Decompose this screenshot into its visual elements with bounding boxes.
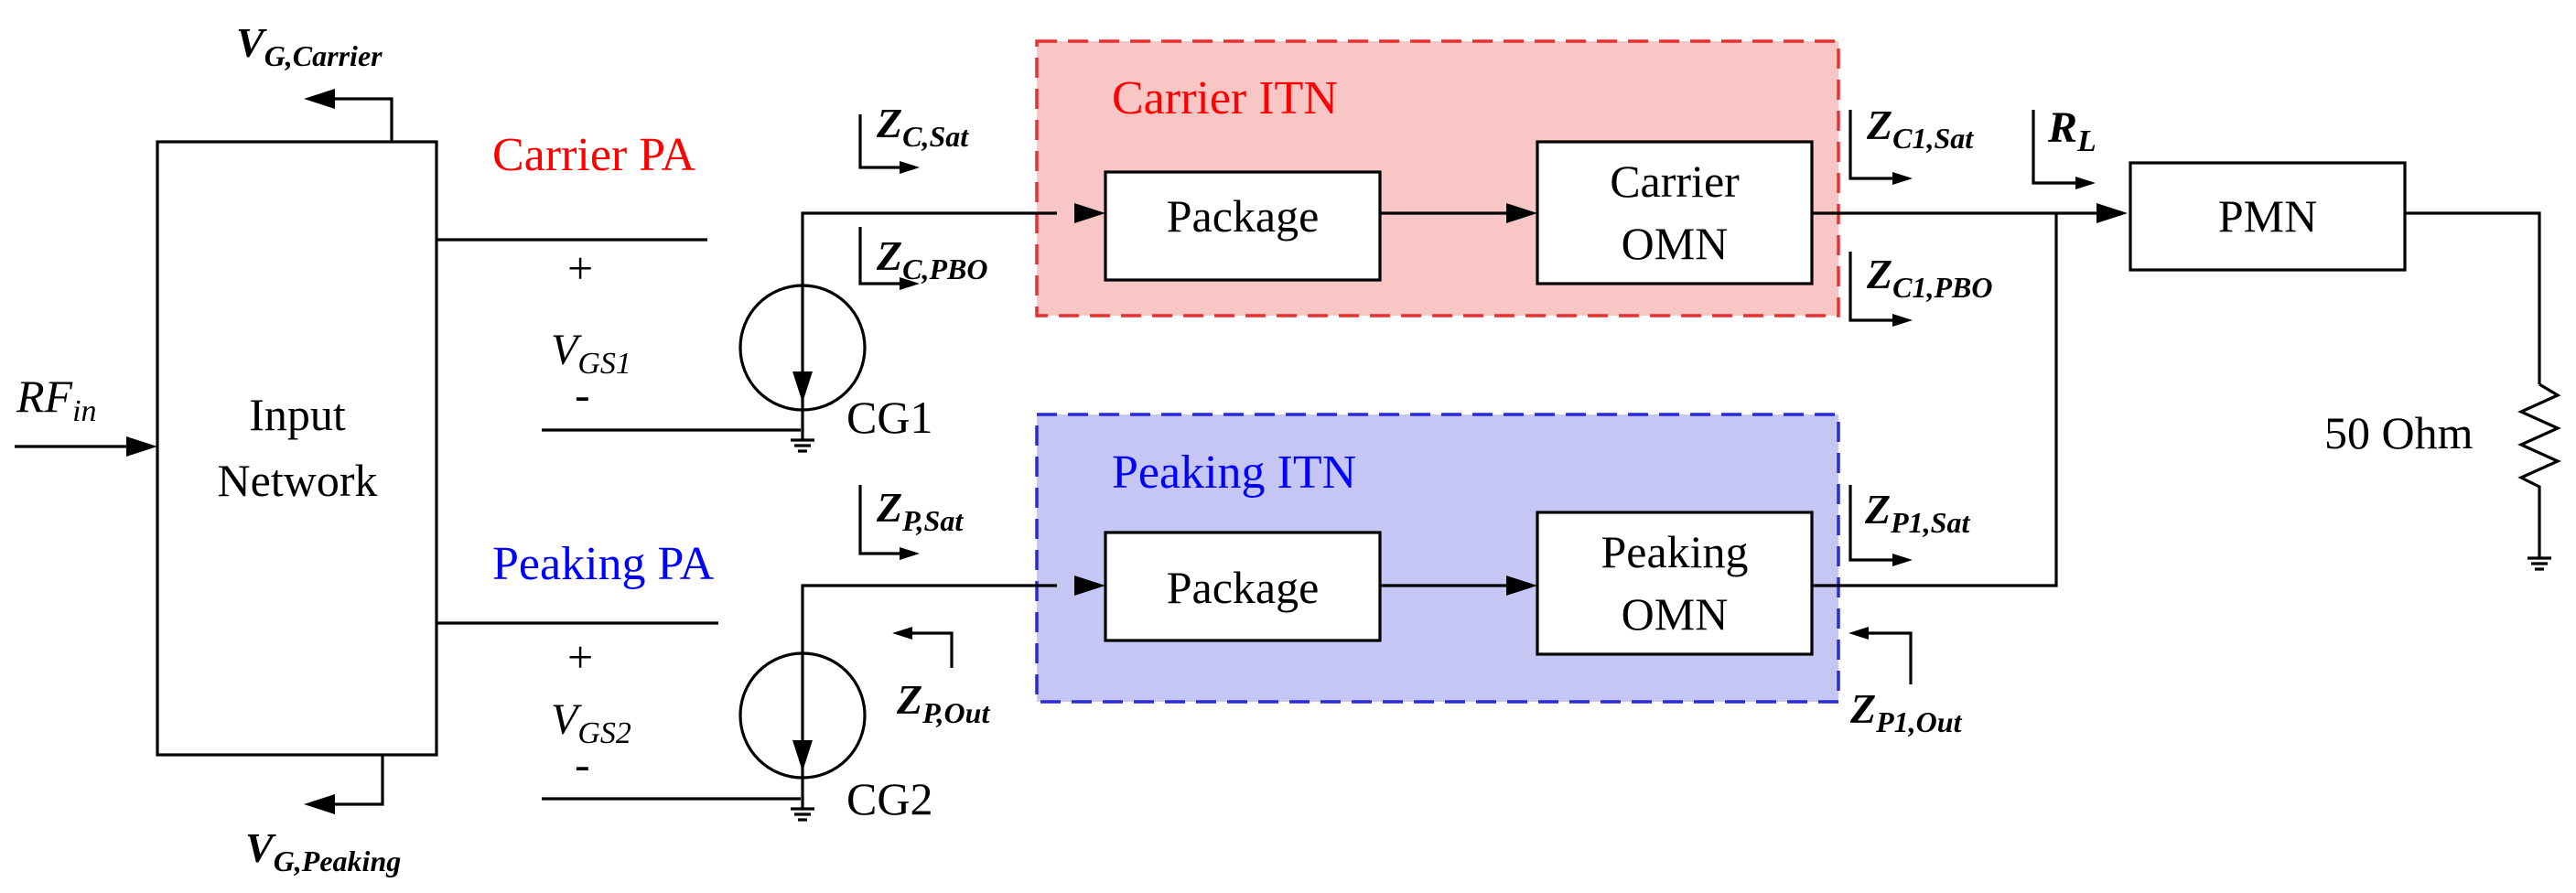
svg-text:ZP1,Out: ZP1,Out (1849, 685, 1963, 738)
vg-carrier-wire (325, 97, 393, 142)
carrier-omn-label-2: OMN (1622, 218, 1729, 269)
peaking-package-block (1104, 531, 1382, 642)
carrier-pa-label: Carrier PA (492, 129, 695, 181)
pmn-in-arrow (2096, 203, 2128, 223)
rl-marker: RL (2032, 103, 2096, 189)
load-resistor (2517, 382, 2561, 549)
peaking-omn-label-2: OMN (1622, 588, 1729, 640)
svg-text:RL: RL (2047, 103, 2096, 158)
peaking-itn-label: Peaking ITN (1112, 446, 1356, 499)
cg2-label: CG2 (846, 773, 932, 824)
vgs2-label: VGS2 (551, 695, 631, 750)
vgs2-minus: - (575, 738, 590, 790)
vg-peaking-wire (325, 755, 384, 806)
vgs1-label: VGS1 (551, 326, 631, 381)
peaking-omn-in-arrow (1506, 576, 1537, 596)
pmn-block (2129, 161, 2407, 272)
zc1-sat-marker: ZC1,Sat (1848, 102, 1974, 185)
zc-pbo-marker: ZC,PBO (858, 227, 987, 290)
svg-text:ZP,Sat: ZP,Sat (876, 484, 964, 537)
carrier-package-block (1104, 170, 1382, 282)
svg-text:ZP,Out: ZP,Out (896, 676, 990, 729)
carrier-package-label: Package (1167, 190, 1320, 242)
peaking-pa-label: Peaking PA (492, 538, 715, 590)
carrier-itn-label: Carrier ITN (1112, 72, 1338, 124)
cg1-arrowhead (792, 371, 813, 403)
cg1-label: CG1 (846, 392, 932, 443)
input-network-block (156, 140, 438, 757)
input-network-label: Input (249, 389, 346, 440)
vgs1-minus: - (575, 369, 590, 420)
zp-sat-marker: ZP,Sat (858, 484, 964, 560)
zp1-sat-marker: ZP1,Sat (1848, 485, 1970, 566)
vg-carrier-arrowhead (304, 89, 335, 109)
load-label: 50 Ohm (2324, 407, 2474, 458)
svg-text:ZC,Sat: ZC,Sat (876, 100, 969, 153)
peaking-output-wire (1812, 213, 2058, 587)
zp1-out-marker: ZP1,Out (1848, 627, 1963, 738)
vg-carrier-label: VG,Carrier (236, 19, 383, 72)
vgs2-plus: + (567, 631, 593, 683)
carrier-omn-label-1: Carrier (1610, 156, 1740, 207)
carrier-omn-in-arrow (1506, 203, 1537, 223)
load-wire (2405, 211, 2541, 384)
peaking-package-in-arrow (1074, 576, 1105, 596)
peaking-omn-label-1: Peaking (1601, 526, 1748, 577)
svg-text:ZP1,Sat: ZP1,Sat (1864, 486, 1970, 539)
carrier-omn-block (1536, 140, 1814, 285)
zp-out-marker: ZP,Out (892, 627, 990, 729)
rf-in-label: RFin (16, 371, 97, 428)
svg-text:ZC,PBO: ZC,PBO (876, 232, 987, 285)
peaking-package-label: Package (1167, 562, 1320, 613)
pmn-label: PMN (2218, 190, 2317, 242)
peaking-omn-block (1536, 511, 1814, 656)
vg-peaking-label: VG,Peaking (245, 824, 401, 877)
cg1-output-wire (801, 211, 1057, 430)
cg2-arrowhead (792, 740, 813, 771)
vgs1-plus: + (567, 242, 593, 294)
svg-text:ZC1,Sat: ZC1,Sat (1866, 102, 1974, 155)
zc1-pbo-marker: ZC1,PBO (1848, 251, 1992, 327)
svg-text:ZC1,PBO: ZC1,PBO (1866, 251, 1992, 304)
vg-peaking-arrowhead (304, 794, 335, 814)
input-network-label-2: Network (218, 455, 378, 506)
rf-in-arrowhead (126, 436, 157, 457)
carrier-package-in-arrow (1074, 203, 1105, 223)
zc-sat-marker: ZC,Sat (858, 100, 969, 174)
cg2-output-wire (801, 584, 1057, 799)
